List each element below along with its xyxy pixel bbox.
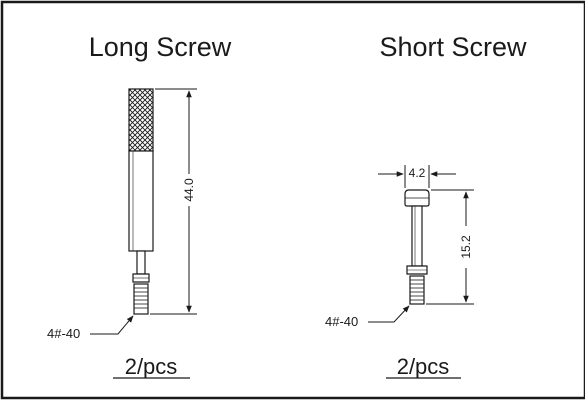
short-screw-thread-leader: [368, 305, 410, 323]
short-screw-group: Short Screw: [325, 32, 527, 379]
short-screw-diameter-label: 4.2: [409, 166, 426, 180]
long-screw-group: Long Screw: [47, 32, 232, 379]
long-screw-length-dimension: [150, 88, 197, 315]
long-screw-thread-label: 4#-40: [47, 326, 80, 341]
short-screw-thread-label: 4#-40: [325, 314, 358, 329]
short-screw-diameter-dimension: [378, 165, 456, 188]
long-screw-quantity: 2/pcs: [125, 354, 178, 379]
short-screw-length-dimension: [426, 189, 474, 305]
short-screw-length-label: 15.2: [459, 235, 473, 259]
long-screw-thread-leader: [90, 315, 134, 335]
long-screw-shaft: [128, 150, 154, 252]
short-screw-title: Short Screw: [379, 32, 527, 62]
short-screw-shaft: [411, 205, 423, 267]
long-screw-body: [128, 88, 154, 315]
long-screw-title: Long Screw: [89, 32, 232, 62]
long-screw-length-label: 44.0: [182, 178, 196, 202]
long-screw-thread: [133, 283, 149, 315]
short-screw-quantity: 2/pcs: [397, 354, 450, 379]
long-screw-knurled-head: [128, 88, 154, 152]
short-screw-body: [404, 189, 430, 305]
short-screw-thread: [409, 275, 425, 305]
long-screw-neck: [136, 250, 146, 275]
